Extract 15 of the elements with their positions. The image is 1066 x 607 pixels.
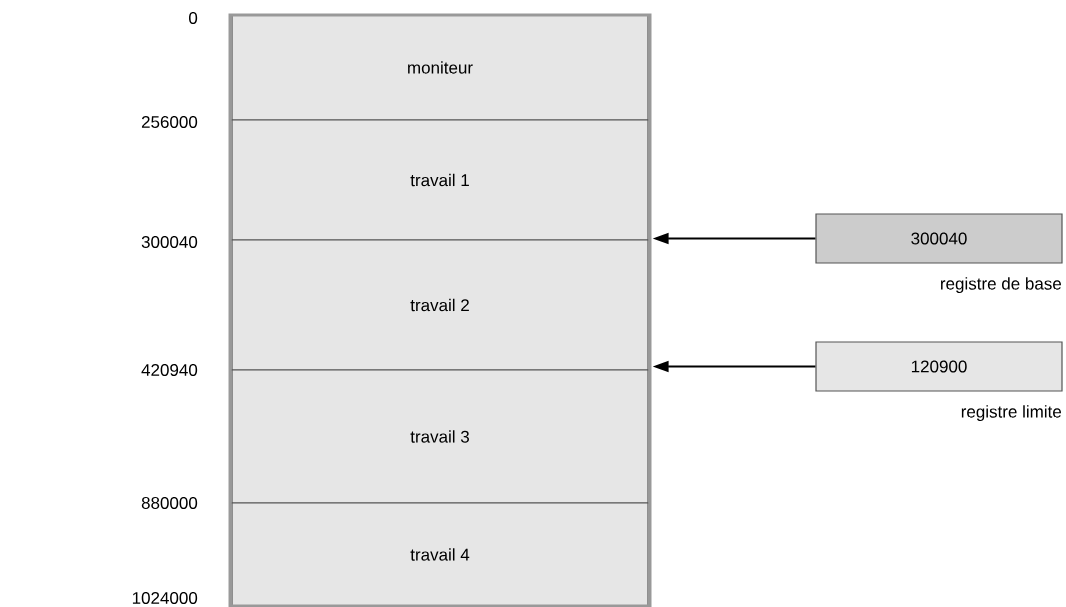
register-caption: registre de base bbox=[941, 277, 1061, 294]
address-label: 880000 bbox=[141, 496, 198, 509]
register-box: 300040 bbox=[815, 213, 1063, 264]
memory-segment: moniteur bbox=[231, 14, 649, 121]
address-label: 300040 bbox=[141, 235, 198, 248]
memory-segment: travail 4 bbox=[231, 502, 649, 607]
register-box: 120900 bbox=[815, 341, 1063, 392]
register-caption: registre limite bbox=[961, 405, 1061, 422]
address-label: 0 bbox=[189, 11, 198, 24]
address-label: 256000 bbox=[141, 115, 198, 128]
memory-segment: travail 3 bbox=[231, 369, 649, 504]
memory-segment: travail 2 bbox=[231, 239, 649, 371]
address-label: 1024000 bbox=[132, 591, 198, 604]
memory-segment: travail 1 bbox=[231, 119, 649, 241]
address-label: 420940 bbox=[141, 363, 198, 376]
